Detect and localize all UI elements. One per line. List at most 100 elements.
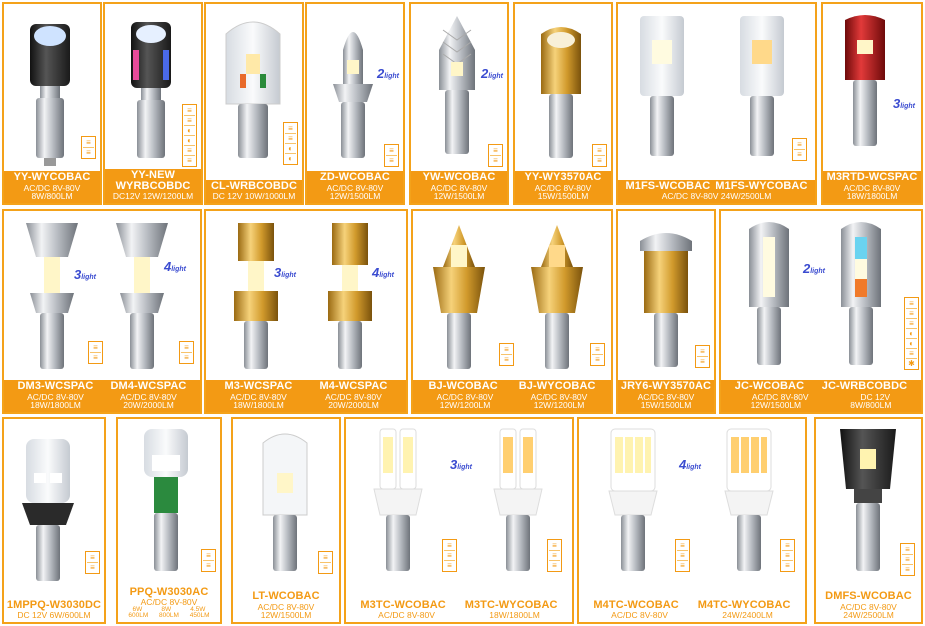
- spec-voltage: AC/DC 8V-80V: [430, 182, 488, 193]
- led-bulb-image-b: [531, 225, 583, 369]
- product-label: YY-WYCOBAC AC/DC 8V-80V 8W/800LM: [4, 171, 100, 203]
- light-count: 4: [164, 259, 172, 274]
- spec-voltage-power: DC12V 12W/1200LM: [112, 191, 194, 202]
- led-bulb-image: [225, 21, 281, 158]
- beam-icons: ≡≡: [81, 136, 96, 159]
- spec-power: 18W/1800LM: [489, 610, 540, 621]
- product-card-m3rtd-wcspac[interactable]: 3light M3RTD-WCSPAC AC/DC 8V-80V 18W/180…: [821, 2, 923, 205]
- product-card-yw-wcobac[interactable]: 2light ≡≡ YW-WCOBAC AC/DC 8V-80V 12W/150…: [409, 2, 509, 205]
- light-count: 2: [481, 66, 489, 81]
- product-label: YY-WY3570AC AC/DC 8V-80V 15W/1500LM: [515, 171, 611, 203]
- spec-voltage-b: DC 12V: [860, 391, 891, 402]
- spec-power-b: 20W/2000LM: [123, 400, 174, 411]
- product-card-jry6-wy3570ac[interactable]: ≡≡ JRY6-WY3570AC AC/DC 8V-80V 15W/1500LM: [616, 209, 716, 414]
- led-bulb-image-a: [26, 223, 78, 369]
- spec-power-a: 18W/1800LM: [30, 400, 81, 411]
- model-name: CL-WRBCOBDC: [210, 180, 298, 193]
- product-card-dmfs-wcobac[interactable]: ≡≡≡ DMFS-WCOBAC AC/DC 8V-80V 24W/2500LM: [814, 417, 923, 624]
- spec-power: 24W/2400LM: [722, 610, 773, 621]
- beam-icons: ≡≡: [488, 144, 503, 167]
- model-name-b: BJ-WYCOBAC: [518, 380, 596, 393]
- wattage-3: 4.5W: [190, 605, 206, 613]
- beam-icons: ≡≡: [318, 551, 333, 574]
- light-mode-badge: 2light: [377, 66, 400, 81]
- spec-voltage-a: AC/DC 8V-80V: [230, 391, 287, 402]
- beam-icons-a: ≡≡: [88, 341, 103, 364]
- spec-power-a: 18W/1800LM: [233, 400, 284, 411]
- spec-power: 18W/1800LM: [846, 191, 898, 202]
- light-mode-badge-a: 3light: [274, 265, 297, 280]
- light-count: 3: [74, 267, 82, 282]
- led-bulb-image: [262, 433, 308, 571]
- product-label: CL-WRBCOBDC DC 12V 10W/1000LM: [206, 180, 302, 203]
- spec-voltage-b: AC/DC 8V-80V: [325, 391, 382, 402]
- light-mode-badge: 3light: [450, 457, 473, 472]
- led-bulb-image: [541, 27, 581, 158]
- product-card-yy-new[interactable]: ≡≡◐◐≡≡ YY-NEW WYRBCOBDC DC12V 12W/1200LM: [103, 2, 203, 205]
- model-name: YW-WCOBAC: [422, 171, 496, 184]
- light-mode-badge-b: 4light: [164, 259, 187, 274]
- spec-voltage: AC/DC 8V-80V: [257, 601, 315, 612]
- spec-voltage: AC/DC 8V-80V: [326, 182, 384, 193]
- model-name-a: JC-WCOBAC: [734, 380, 805, 393]
- light-count: 4: [372, 265, 380, 280]
- beam-icons: ≡≡: [201, 549, 216, 572]
- beam-icons: ≡≡: [695, 345, 710, 368]
- light-mode-badge-a: 3light: [74, 267, 97, 282]
- spec-power-b: 8W/800LM: [850, 400, 892, 411]
- model-name: 1MPPQ-W3030DC: [6, 599, 102, 612]
- light-mode-badge: 2light: [803, 261, 826, 276]
- model-name-b: M4TC-WYCOBAC: [697, 599, 791, 612]
- beam-icons-b: ≡≡≡: [547, 539, 562, 572]
- spec-power-a: 12W/1200LM: [439, 400, 491, 411]
- product-card-zd-wcobac[interactable]: 2light ≡≡ ZD-WCOBAC AC/DC 8V-80V 12W/150…: [305, 2, 405, 205]
- beam-icons: ≡≡: [592, 144, 607, 167]
- spec-power-b: 12W/1200LM: [533, 400, 585, 411]
- light-mode-badge: 4light: [679, 457, 702, 472]
- model-name: M3RTD-WCSPAC: [826, 171, 918, 184]
- spec-voltage: AC/DC 8V-80V: [378, 610, 435, 621]
- beam-icons: ≡≡: [792, 138, 807, 161]
- spec-voltage-power: DC 12V 10W/1000LM: [212, 191, 296, 202]
- led-bulb-image-b: [328, 223, 372, 369]
- product-card-1mppq-w3030dc[interactable]: ≡≡ 1MPPQ-W3030DC DC 12V 6W/600LM: [2, 417, 106, 624]
- led-bulb-image: [22, 439, 74, 581]
- product-label: YW-WCOBAC AC/DC 8V-80V 12W/1500LM: [411, 171, 507, 203]
- spec-voltage-a: AC/DC 8V-80V: [436, 391, 494, 402]
- beam-icons: ≡≡≡◐◐≡✱: [904, 297, 919, 370]
- spec-power: 15W/1500LM: [537, 191, 589, 202]
- model-name-a: DM3-WCSPAC: [17, 380, 94, 393]
- model-name-a: M4TC-WCOBAC: [593, 599, 679, 612]
- product-card-yy-wycobac[interactable]: ≡≡ YY-WYCOBAC AC/DC 8V-80V 8W/800LM: [2, 2, 102, 205]
- light-count: 3: [893, 96, 901, 111]
- led-bulb-image-b: [724, 428, 774, 571]
- led-bulb-image: [144, 429, 188, 571]
- model-name-b: M4-WCSPAC: [319, 380, 388, 393]
- product-card-lt-wcobac[interactable]: ≡≡ LT-WCOBAC AC/DC 8V-80V 12W/1500LM: [231, 417, 341, 624]
- lumen-2: 800LM: [159, 612, 179, 620]
- product-card-cl-wrbcobdc[interactable]: ≡≡◐◐ CL-WRBCOBDC DC 12V 10W/1000LM: [204, 2, 304, 205]
- spec-voltage-b: AC/DC 8V-80V: [530, 391, 588, 402]
- spec-power: 12W/1500LM: [433, 191, 485, 202]
- led-bulb-image-b: [493, 428, 543, 571]
- product-label: YY-NEW WYRBCOBDC DC12V 12W/1200LM: [105, 168, 201, 203]
- spec-power: 8W/800LM: [31, 191, 73, 202]
- light-mode-badge: 2light: [481, 66, 504, 81]
- product-card-yy-wy3570ac[interactable]: ≡≡ YY-WY3570AC AC/DC 8V-80V 15W/1500LM: [513, 2, 613, 205]
- spec-voltage-power: DC 12V 6W/600LM: [17, 610, 91, 621]
- spec-voltage: AC/DC 8V-80V: [23, 182, 81, 193]
- led-bulb-image: [30, 24, 70, 166]
- product-label: M3RTD-WCSPAC AC/DC 8V-80V 18W/1800LM: [823, 171, 921, 203]
